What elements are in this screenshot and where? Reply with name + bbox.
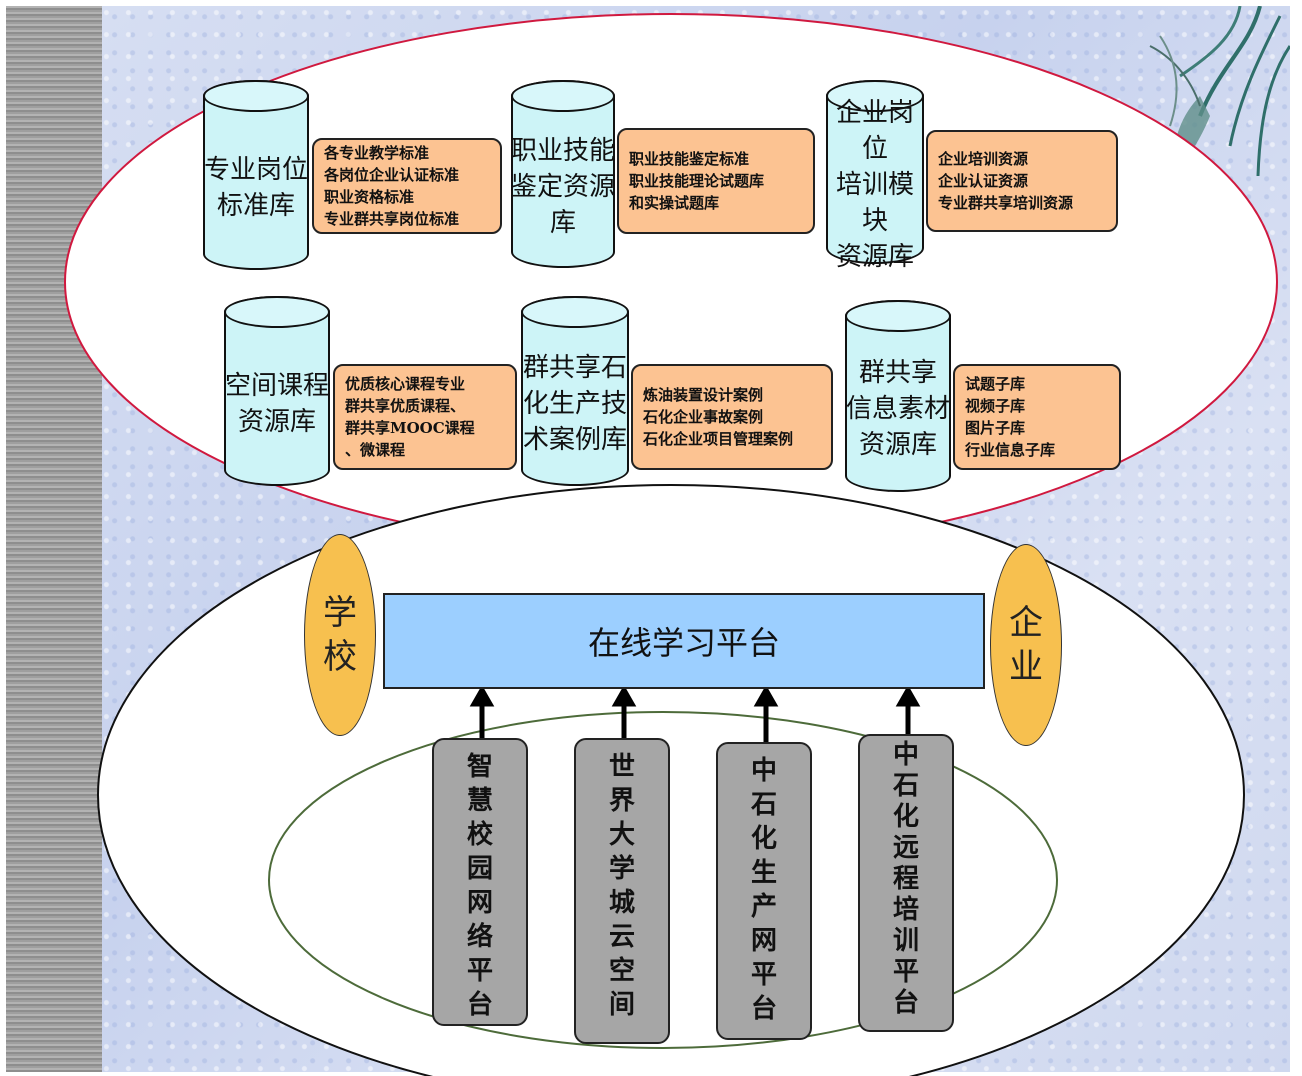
arrow-icon [611, 684, 637, 742]
library-cylinder: 企业岗位 培训模块 资源库 [826, 80, 924, 272]
library-item: 职业资格标准 [324, 188, 415, 206]
sub-platform-label: 中 石 化 远 程 培 训 平 台 [892, 740, 919, 1018]
left-texture-strip [6, 6, 102, 1072]
library-item: 、微课程 [345, 441, 406, 459]
library-cylinder: 群共享石 化生产技 术案例库 [521, 296, 629, 486]
library-name: 企业岗位 培训模块 资源库 [835, 98, 914, 272]
library-name: 群共享石 化生产技 术案例库 [522, 353, 627, 455]
library-item: 图片子库 [965, 419, 1026, 437]
library-item: 专业群共享岗位标准 [324, 210, 460, 228]
sub-platform-label: 智 慧 校 园 网 络 平 台 [466, 752, 493, 1020]
library-item: 企业认证资源 [938, 172, 1029, 190]
library-item: 试题子库 [965, 375, 1026, 393]
sub-platform-pillar: 中 石 化 生 产 网 平 台 [716, 742, 812, 1040]
library-item: 石化企业项目管理案例 [643, 430, 794, 448]
library-item: 群共享MOOC课程 [345, 419, 475, 437]
library-item: 优质核心课程专业 [345, 375, 466, 393]
library-cylinder: 空间课程 资源库 [224, 296, 330, 486]
inner-support-ellipse [268, 711, 1058, 1049]
library-name: 群共享 信息素材 资源库 [845, 358, 950, 460]
library-cylinder: 职业技能 鉴定资源 库 [511, 80, 615, 268]
sub-platform-pillar: 智 慧 校 园 网 络 平 台 [432, 738, 528, 1026]
library-item: 专业群共享培训资源 [938, 194, 1074, 212]
online-learning-platform: 在线学习平台 [383, 593, 985, 689]
library-item: 各专业教学标准 [324, 144, 430, 162]
library-item: 职业技能鉴定标准 [629, 150, 750, 168]
library-item: 和实操试题库 [629, 194, 720, 212]
library-name: 职业技能 鉴定资源 库 [511, 136, 616, 238]
enterprise-oval: 企 业 [990, 544, 1062, 746]
library-item: 群共享优质课程、 [345, 397, 466, 415]
library-item: 各岗位企业认证标准 [324, 166, 460, 184]
arrow-icon [469, 684, 495, 742]
library-contents-box: 优质核心课程专业 群共享优质课程、 群共享MOOC课程 、微课程 [333, 364, 517, 470]
sub-platform-label: 中 石 化 生 产 网 平 台 [750, 756, 777, 1024]
arrow-icon [753, 684, 779, 742]
library-cylinder: 群共享 信息素材 资源库 [845, 300, 951, 492]
library-contents-box: 试题子库 视频子库 图片子库 行业信息子库 [953, 364, 1121, 470]
sub-platform-pillar: 世 界 大 学 城 云 空 间 [574, 738, 670, 1044]
bottom-platform-ellipse [97, 484, 1245, 1076]
library-item: 视频子库 [965, 397, 1026, 415]
library-cylinder: 专业岗位 标准库 [203, 80, 309, 270]
library-name: 专业岗位 标准库 [203, 155, 308, 221]
library-item: 行业信息子库 [965, 441, 1056, 459]
library-item: 企业培训资源 [938, 150, 1029, 168]
library-contents-box: 职业技能鉴定标准 职业技能理论试题库 和实操试题库 [617, 128, 815, 234]
library-name: 空间课程 资源库 [224, 371, 329, 437]
sub-platform-label: 世 界 大 学 城 云 空 间 [608, 752, 635, 1020]
sub-platform-pillar: 中 石 化 远 程 培 训 平 台 [858, 734, 954, 1032]
library-item: 职业技能理论试题库 [629, 172, 765, 190]
library-contents-box: 各专业教学标准 各岗位企业认证标准 职业资格标准 专业群共享岗位标准 [312, 138, 502, 234]
library-item: 石化企业事故案例 [643, 408, 764, 426]
library-contents-box: 企业培训资源 企业认证资源 专业群共享培训资源 [926, 130, 1118, 232]
library-item: 炼油装置设计案例 [643, 386, 764, 404]
library-contents-box: 炼油装置设计案例 石化企业事故案例 石化企业项目管理案例 [631, 364, 833, 470]
school-oval: 学 校 [304, 534, 376, 736]
